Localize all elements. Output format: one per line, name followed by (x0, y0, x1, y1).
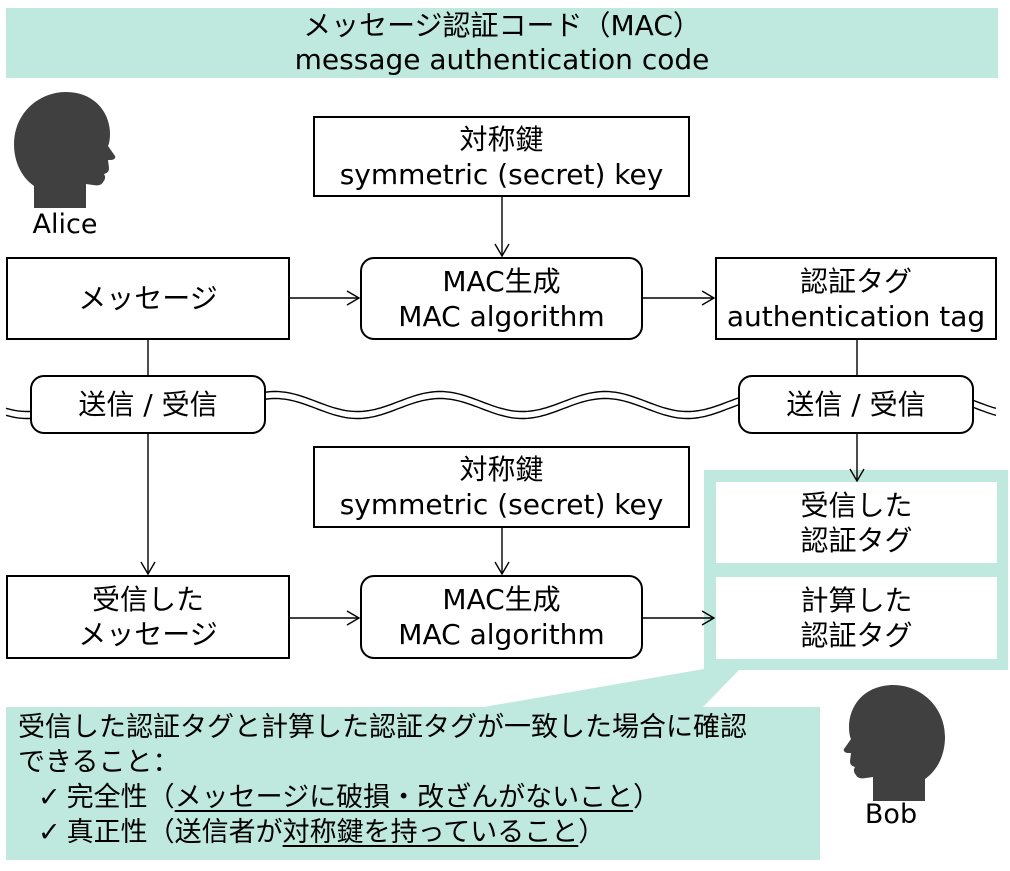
channel-box-left: 送信 / 受信 (30, 375, 266, 434)
received-message-line-2: メッセージ (78, 618, 218, 651)
item-suffix: ） (633, 782, 661, 813)
item-prefix: 真正性（送信者が (66, 817, 283, 848)
arrow-key-to-mac-receiver (494, 528, 510, 576)
channel-label: 送信 / 受信 (786, 388, 926, 421)
alice-head-icon (14, 92, 116, 208)
callout-line-1: 受信した認証タグと計算した認証タグが一致した場合に確認 (18, 712, 747, 743)
callout-item-integrity: ✓完全性（メッセージに破損・改ざんがないこと） (18, 780, 820, 815)
key-label-en: symmetric (secret) key (339, 157, 664, 191)
item-suffix: ） (578, 817, 606, 848)
tag-label-en: authentication tag (726, 299, 986, 333)
key-label-en: symmetric (secret) key (339, 488, 664, 521)
title-banner: メッセージ認証コード（MAC） message authentication c… (6, 8, 998, 78)
arrow-channel-to-received-message (140, 434, 156, 576)
key-label-ja: 対称鍵 (459, 122, 544, 156)
arrow-mac-to-computed-tag (643, 610, 716, 626)
message-label: メッセージ (78, 282, 218, 315)
item-underlined-text: 対称鍵を持っていること (282, 817, 579, 848)
mac-label-en: MAC algorithm (398, 618, 605, 651)
check-icon: ✓ (38, 782, 61, 813)
mac-label-ja: MAC生成 (442, 264, 561, 298)
arrow-key-to-mac-sender (494, 197, 510, 258)
callout-item-authenticity: ✓真正性（送信者が対称鍵を持っていること） (18, 815, 820, 850)
arrow-mac-to-tag-sender (643, 290, 716, 306)
sender-mac-algorithm-box: MAC生成 MAC algorithm (360, 257, 643, 340)
channel-box-right: 送信 / 受信 (738, 375, 974, 434)
item-underlined-text: メッセージに破損・改ざんがないこと (174, 782, 634, 813)
arrow-message-to-mac-receiver (290, 610, 361, 626)
title-english: message authentication code (294, 43, 710, 76)
received-tag-box: 受信した 認証タグ (716, 482, 997, 563)
mac-label-ja: MAC生成 (442, 583, 561, 616)
computed-tag-line-1: 計算した (800, 584, 913, 617)
channel-label: 送信 / 受信 (78, 388, 218, 421)
bob-head-icon (843, 685, 945, 801)
bob-label: Bob (864, 799, 918, 830)
receiver-mac-algorithm-box: MAC生成 MAC algorithm (360, 575, 643, 659)
callout-line-2: できること： (18, 747, 180, 778)
received-tag-line-2: 認証タグ (800, 523, 913, 557)
received-tag-line-1: 受信した (800, 488, 913, 522)
key-label-ja: 対称鍵 (459, 453, 544, 486)
check-icon: ✓ (38, 817, 61, 848)
received-message-line-1: 受信した (91, 583, 204, 616)
computed-tag-line-2: 認証タグ (800, 619, 913, 652)
alice-label: Alice (32, 209, 98, 240)
item-prefix: 完全性（ (66, 782, 175, 813)
tag-label-ja: 認証タグ (799, 264, 912, 298)
computed-tag-box: 計算した 認証タグ (716, 577, 997, 659)
sender-message-box: メッセージ (6, 257, 290, 340)
title-japanese: メッセージ認証コード（MAC） (303, 9, 701, 42)
sender-authentication-tag-box: 認証タグ authentication tag (715, 257, 997, 340)
receiver-symmetric-key-box: 対称鍵 symmetric (secret) key (313, 446, 690, 528)
mac-label-en: MAC algorithm (398, 299, 605, 333)
received-message-box: 受信した メッセージ (6, 575, 290, 659)
arrow-channel-to-received-tag (849, 434, 865, 483)
callout-pointer (478, 669, 740, 708)
verification-callout: 受信した認証タグと計算した認証タグが一致した場合に確認 できること： ✓完全性（… (6, 707, 820, 860)
sender-symmetric-key-box: 対称鍵 symmetric (secret) key (313, 116, 690, 197)
arrow-message-to-mac-sender (290, 290, 361, 306)
